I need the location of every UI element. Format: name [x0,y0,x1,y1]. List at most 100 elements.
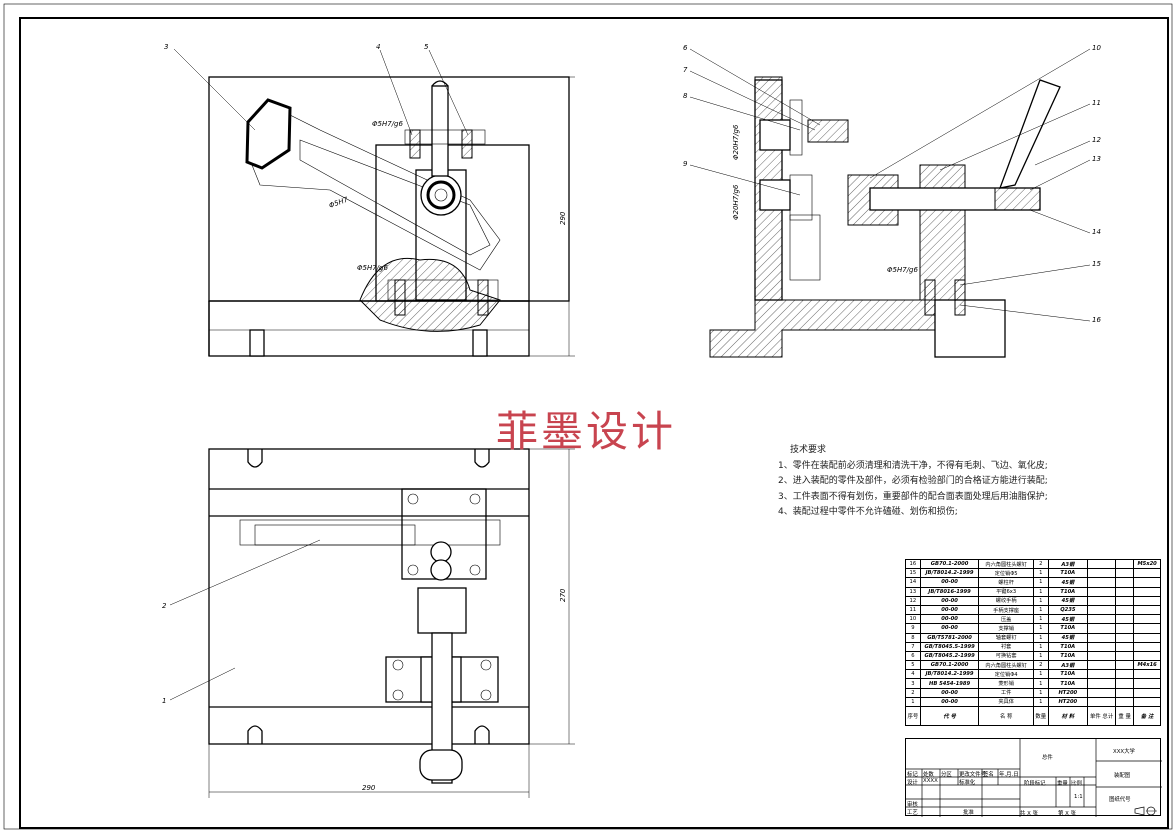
bom-cell: 1 [1032,687,1049,698]
bom-cell [1087,632,1117,643]
part-label-4: 4 [376,43,380,51]
bom-cell [1115,669,1135,680]
tb-mark: 标记 [907,772,918,778]
bom-cell: 00-00 [919,595,980,606]
tb-review: 审核 [907,802,918,808]
bom-cell [1133,669,1161,680]
bom-cell: 9 [905,623,921,634]
bom-cell: 1 [1032,604,1049,616]
tb-sheet-total: 共 X 张 [1020,811,1038,817]
bom-cell: A3钢 [1047,660,1089,671]
bom-cell: 45钢 [1047,577,1089,588]
bom-cell [1133,614,1161,625]
bom-cell [1087,595,1117,606]
part-label-16: 16 [1092,316,1101,324]
side-fit-3: Φ5H7/g6 [887,266,918,274]
tb-zone: 分区 [941,772,952,778]
tb-count: 处数 [923,772,934,778]
bom-cell: 12 [905,595,921,606]
bom-cell: Q235 [1047,604,1089,616]
bom-cell: 45钢 [1047,632,1089,643]
bom-header-cell: 材 料 [1047,706,1089,726]
front-hidden-note: Φ5H7 [328,195,350,209]
bom-header-cell: 单件 总计 [1087,706,1117,726]
bom-cell: GB/T5781-2000 [919,632,980,643]
bom-cell: GB/T8045.2-1999 [919,650,980,662]
bom-cell: 00-00 [919,604,980,616]
top-view: 270 290 2 1 [162,448,575,798]
bom-cell: 1 [1032,669,1049,680]
part-label-12: 12 [1092,136,1101,144]
bom-cell: 1 [1032,650,1049,662]
bom-cell: JB/T8016-1999 [919,586,980,597]
bom-cell [1133,568,1161,579]
bom-cell: T10A [1047,678,1089,689]
bom-cell [1133,696,1161,708]
bom-cell: JB/T8014.2-1999 [919,568,980,579]
part-label-3: 3 [164,43,168,51]
bom-cell: 1 [1032,586,1049,597]
bom-header-cell: 数量 [1032,706,1049,726]
tb-design: 设计 [907,780,918,786]
bom-cell: 1 [1032,678,1049,689]
bom-cell: 定位销Φ5 [978,568,1034,579]
bom-cell: 手柄支撑座 [978,604,1034,616]
part-label-11: 11 [1092,99,1101,107]
bom-cell [1087,696,1117,708]
bom-cell [1133,641,1161,652]
bom-cell [1133,623,1161,634]
bom-cell [1087,614,1117,625]
bom-cell: 1 [1032,595,1049,606]
tb-drawing-name: 装配图 [1114,773,1131,779]
technical-requirements: 技术要求 1、零件在装配前必须清理和清洗干净，不得有毛刺、飞边、氧化皮; 2、进… [778,443,1048,521]
bom-cell: GB70.1-2000 [919,558,980,570]
part-label-2: 2 [162,602,167,610]
bom-cell [1133,604,1161,616]
bom-cell: 1 [1032,577,1049,588]
bom-cell [1115,577,1135,588]
bom-cell: 压盖 [978,614,1034,625]
tb-change-doc: 更改文件号 [959,772,986,778]
part-label-7: 7 [683,66,688,74]
tb-scale: 1:1 [1074,794,1083,800]
tech-item-4: 4、装配过程中零件不允许磕碰、划伤和损伤; [778,507,958,517]
bom-cell [1115,696,1135,708]
bom-cell: 1 [1032,641,1049,652]
bom-cell: 定位销Φ4 [978,669,1034,680]
bom-cell: 45钢 [1047,614,1089,625]
bom-cell: T10A [1047,669,1089,680]
bom-cell: T10A [1047,650,1089,662]
tb-assembly: 总件 [1042,755,1053,761]
bom-cell: 螺纹手柄 [978,595,1034,606]
bom-cell: 00-00 [919,696,980,708]
tb-approve: 批准 [963,810,974,816]
bom-cell: 1 [1032,568,1049,579]
front-fit-bottom: Φ5H7/g6 [357,264,388,272]
bom-cell: 1 [905,696,921,708]
bom-cell: M5x20 [1133,558,1161,570]
bom-cell: 轴套螺钉 [978,632,1034,643]
bom-cell [1115,660,1135,671]
part-label-1: 1 [162,697,166,705]
bom-cell: 工件 [978,687,1034,698]
bom-cell [1115,558,1135,570]
bom-cell [1087,660,1117,671]
bom-cell: 00-00 [919,577,980,588]
tech-item-3: 3、工件表面不得有划伤，重要部件的配合面表面处理后用油脂保护; [778,491,1048,502]
side-view: Φ20H7/g6 Φ20H7/g6 Φ5H7/g6 6 7 8 9 10 11 … [683,44,1101,358]
bom-cell: T10A [1047,568,1089,579]
bom-cell [1115,614,1135,625]
watermark: 菲墨设计 [496,407,677,456]
front-height-dim: 290 [559,211,567,225]
part-label-13: 13 [1092,155,1101,163]
projection-symbol-icon [1134,806,1157,816]
